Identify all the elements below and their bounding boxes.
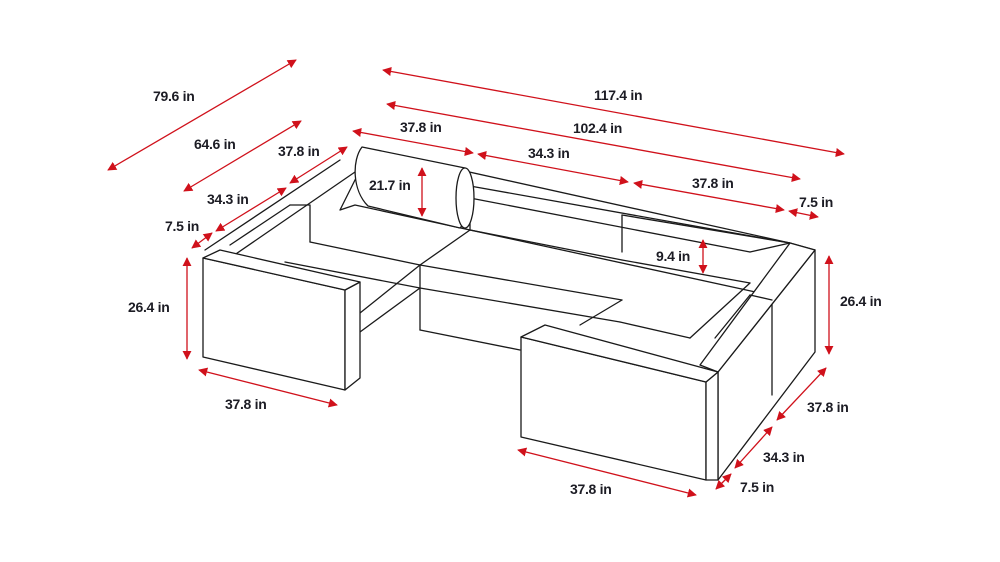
label-back-seg-right: 37.8 in — [692, 175, 733, 191]
label-right-arm-depth: 7.5 in — [740, 479, 774, 495]
left-arm-top — [202, 249, 361, 291]
label-right-front-width: 37.8 in — [570, 481, 611, 497]
label-left-middle-depth: 34.3 in — [207, 191, 248, 207]
label-back-seg-left: 37.8 in — [400, 119, 441, 135]
label-back-width: 102.4 in — [573, 120, 622, 136]
label-overall-width: 117.4 in — [594, 87, 642, 103]
label-left-front-width: 37.8 in — [225, 396, 266, 412]
label-left-overall-depth: 79.6 in — [153, 88, 194, 104]
label-back-seg-middle: 34.3 in — [528, 145, 569, 161]
dimension-labels: 79.6 in 64.6 in 37.8 in 34.3 in 7.5 in 2… — [128, 87, 882, 497]
label-right-depth-middle: 34.3 in — [763, 449, 804, 465]
sofa-drawing — [202, 146, 816, 481]
label-right-depth-back: 37.8 in — [807, 399, 848, 415]
label-left-back-module: 37.8 in — [278, 143, 319, 159]
right-arm-front-top — [520, 324, 719, 383]
right-arm-front-side — [705, 371, 719, 481]
dimension-lines — [107, 59, 845, 498]
left-arm-side — [344, 281, 361, 391]
label-backrest-height: 9.4 in — [656, 248, 690, 264]
label-left-height: 26.4 in — [128, 299, 169, 315]
label-back-arm: 7.5 in — [799, 194, 833, 210]
label-bolster-height: 21.7 in — [369, 177, 410, 193]
label-left-arm-depth: 7.5 in — [165, 218, 199, 234]
label-left-seat-plus-back-depth: 64.6 in — [194, 136, 235, 152]
label-right-height: 26.4 in — [840, 293, 881, 309]
